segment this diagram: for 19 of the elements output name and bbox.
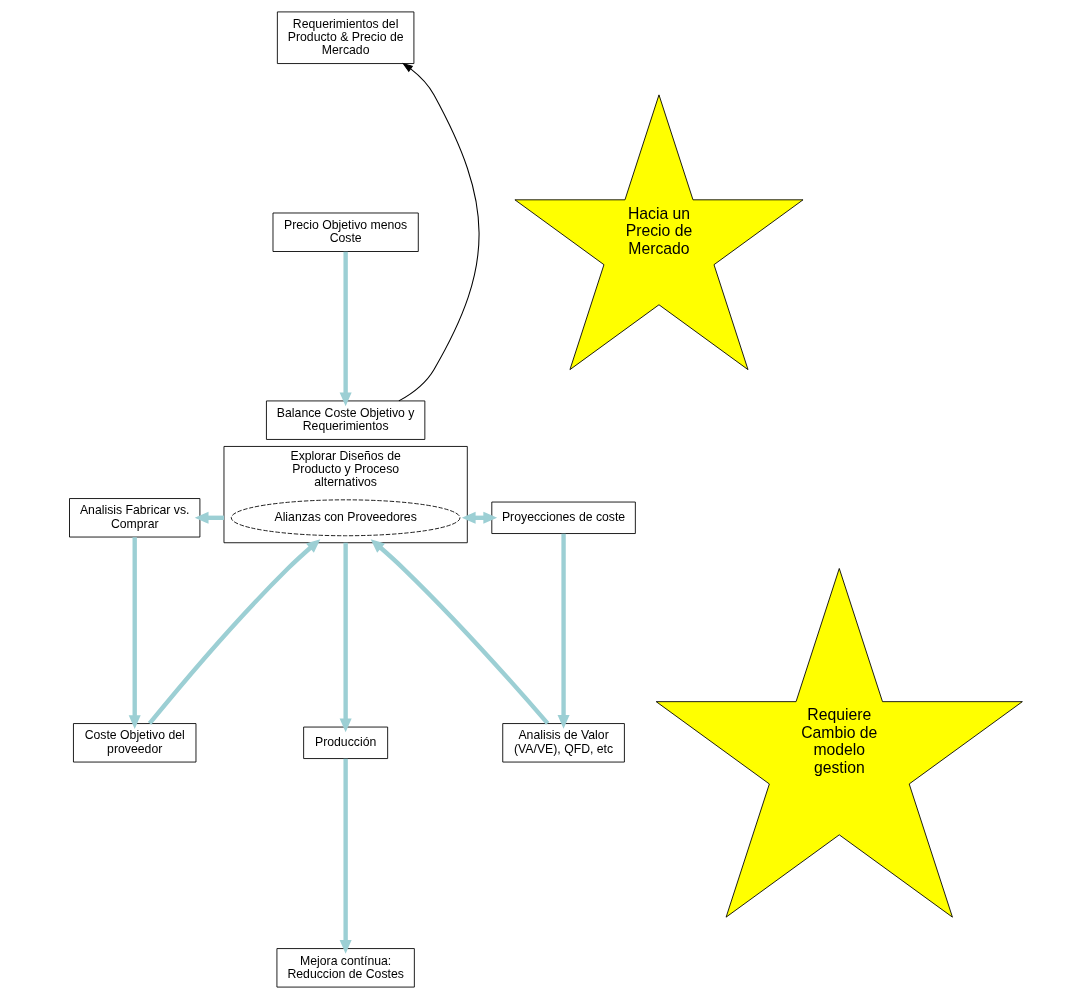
arrow bbox=[147, 539, 320, 725]
arrow bbox=[397, 62, 480, 402]
arrow bbox=[339, 251, 352, 407]
node-box: Coste Objetivo del proveedor bbox=[72, 723, 196, 763]
arrow bbox=[557, 533, 570, 729]
node-box: Mejora contínua: Reduccion de Costes bbox=[276, 948, 415, 988]
node-box: Analisis de Valor (VA/VE), QFD, etc bbox=[501, 723, 625, 763]
node-box: Balance Coste Objetivo y Requerimientos bbox=[265, 400, 425, 440]
arrow bbox=[339, 758, 352, 954]
node-box: Analisis Fabricar vs. Comprar bbox=[68, 498, 200, 538]
node-box: Requerimientos del Producto & Precio de Mercado bbox=[276, 11, 414, 64]
node-box: Producción bbox=[302, 726, 388, 759]
arrow bbox=[128, 537, 141, 729]
node-ellipse: Alianzas con Proveedores bbox=[230, 499, 460, 537]
node-box: Precio Objetivo menos Coste bbox=[272, 212, 419, 252]
arrow bbox=[461, 511, 497, 524]
node-box: Proyecciones de coste bbox=[490, 501, 636, 534]
arrow bbox=[339, 542, 352, 733]
arrow bbox=[370, 539, 549, 725]
